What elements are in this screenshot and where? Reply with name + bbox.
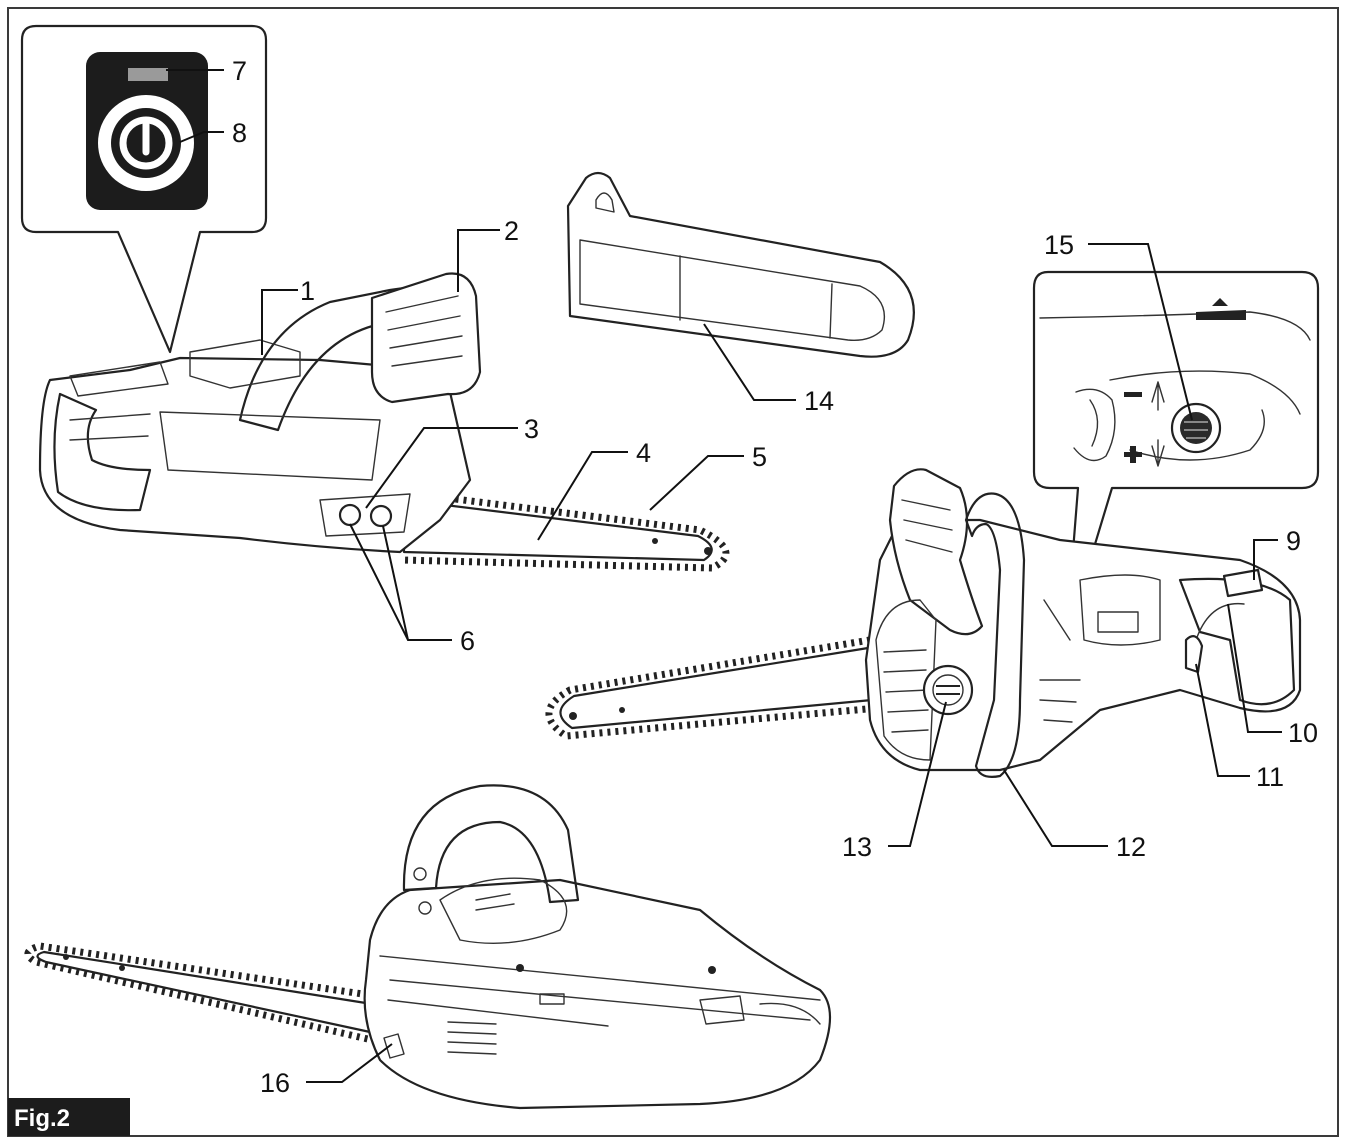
oil-tank-cap[interactable] [922, 664, 974, 716]
callout-10: 10 [1288, 718, 1318, 748]
figure-label-text: Fig.2 [14, 1105, 70, 1132]
callout-11: 11 [1256, 762, 1284, 792]
chain-catcher [383, 1033, 405, 1059]
callout-5: 5 [752, 442, 767, 472]
callouts: 1 2 3 4 5 6 7 8 9 10 11 12 13 [166, 56, 1318, 1098]
indicator-lamp [128, 68, 168, 81]
guide-bar-left [399, 488, 730, 572]
callout-9: 9 [1286, 526, 1301, 556]
chainsaw-bottom-view [24, 784, 831, 1110]
chainsaw-right-view [545, 468, 1302, 778]
callout-2: 2 [504, 216, 519, 246]
minus-plus-adjust-icon [1124, 381, 1165, 467]
callout-16: 16 [260, 1068, 290, 1098]
chainsaw-left-view [38, 272, 730, 572]
power-symbol-icon[interactable] [98, 95, 194, 191]
callout-13: 13 [842, 832, 872, 862]
callout-6: 6 [460, 626, 475, 656]
chain-cover [566, 171, 915, 358]
callout-4: 4 [636, 438, 651, 468]
callout-14: 14 [804, 386, 834, 416]
figure-frame [7, 7, 1339, 1137]
tension-adjust-knob[interactable] [1170, 402, 1222, 454]
figure-label: Fig.2 [8, 1098, 130, 1136]
callout-12: 12 [1116, 832, 1146, 862]
callout-8: 8 [232, 118, 247, 148]
switch-panel-inset [20, 24, 268, 354]
callout-7: 7 [232, 56, 247, 86]
guide-bar-bottom [24, 942, 377, 1044]
callout-3: 3 [524, 414, 539, 444]
callout-15: 15 [1044, 230, 1074, 260]
callout-1: 1 [300, 276, 315, 306]
guide-bar-right [545, 636, 879, 740]
